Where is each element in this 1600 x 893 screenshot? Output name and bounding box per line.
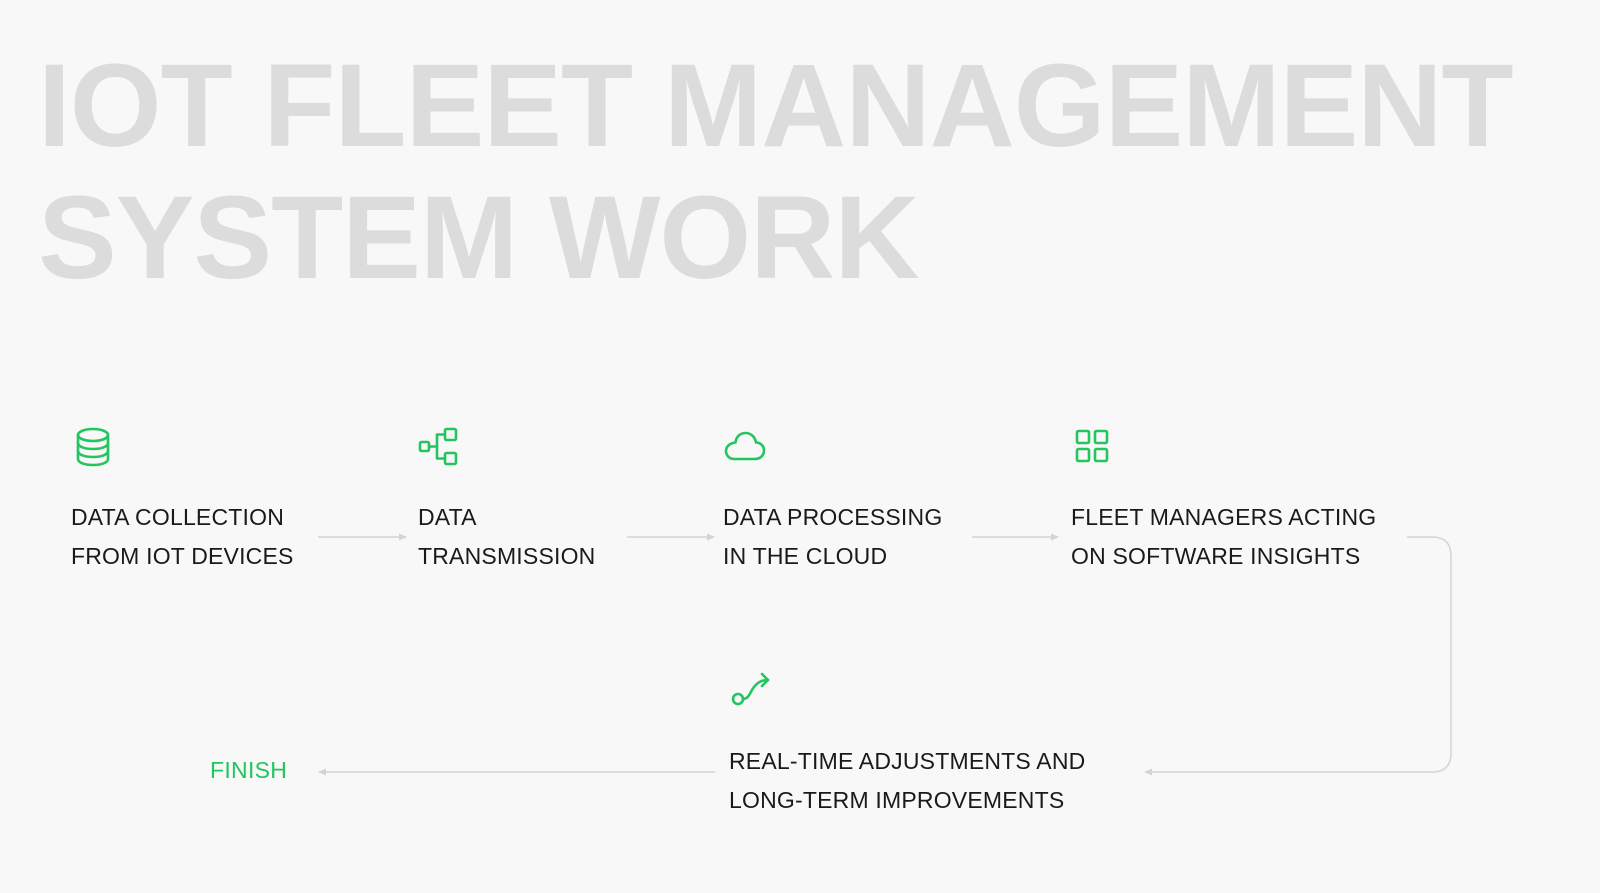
step-label: FLEET MANAGERS ACTING ON SOFTWARE INSIGH… [1071,498,1376,576]
step-label-line-2: FROM IOT DEVICES [71,543,294,569]
route-arrow-icon [729,669,773,713]
title-line-2: SYSTEM WORK [38,172,920,304]
page-title: IOT FLEET MANAGEMENT SYSTEM WORK [38,40,1514,304]
step-label-line-2: IN THE CLOUD [723,543,888,569]
step-label: DATA TRANSMISSION [418,498,595,576]
step-label: DATA COLLECTION FROM IOT DEVICES [71,498,294,576]
step-label: REAL-TIME ADJUSTMENTS AND LONG-TERM IMPR… [729,742,1085,820]
cloud-icon [723,425,767,469]
grid-icon [1071,425,1115,469]
step-label-line-1: DATA PROCESSING [723,504,943,530]
network-tree-icon [418,425,462,469]
step-label-line-2: ON SOFTWARE INSIGHTS [1071,543,1361,569]
step-label-line-1: FLEET MANAGERS ACTING [1071,504,1377,530]
step-label-line-1: REAL-TIME ADJUSTMENTS AND [729,748,1086,774]
step-label: DATA PROCESSING IN THE CLOUD [723,498,942,576]
finish-label: FINISH [210,757,288,783]
step-label-line-1: DATA [418,504,477,530]
step-label-line-1: DATA COLLECTION [71,504,285,530]
database-icon [71,425,115,469]
step-label-line-2: TRANSMISSION [418,543,596,569]
title-line-1: IOT FLEET MANAGEMENT [38,40,1514,172]
step-label-line-2: LONG-TERM IMPROVEMENTS [729,787,1065,813]
